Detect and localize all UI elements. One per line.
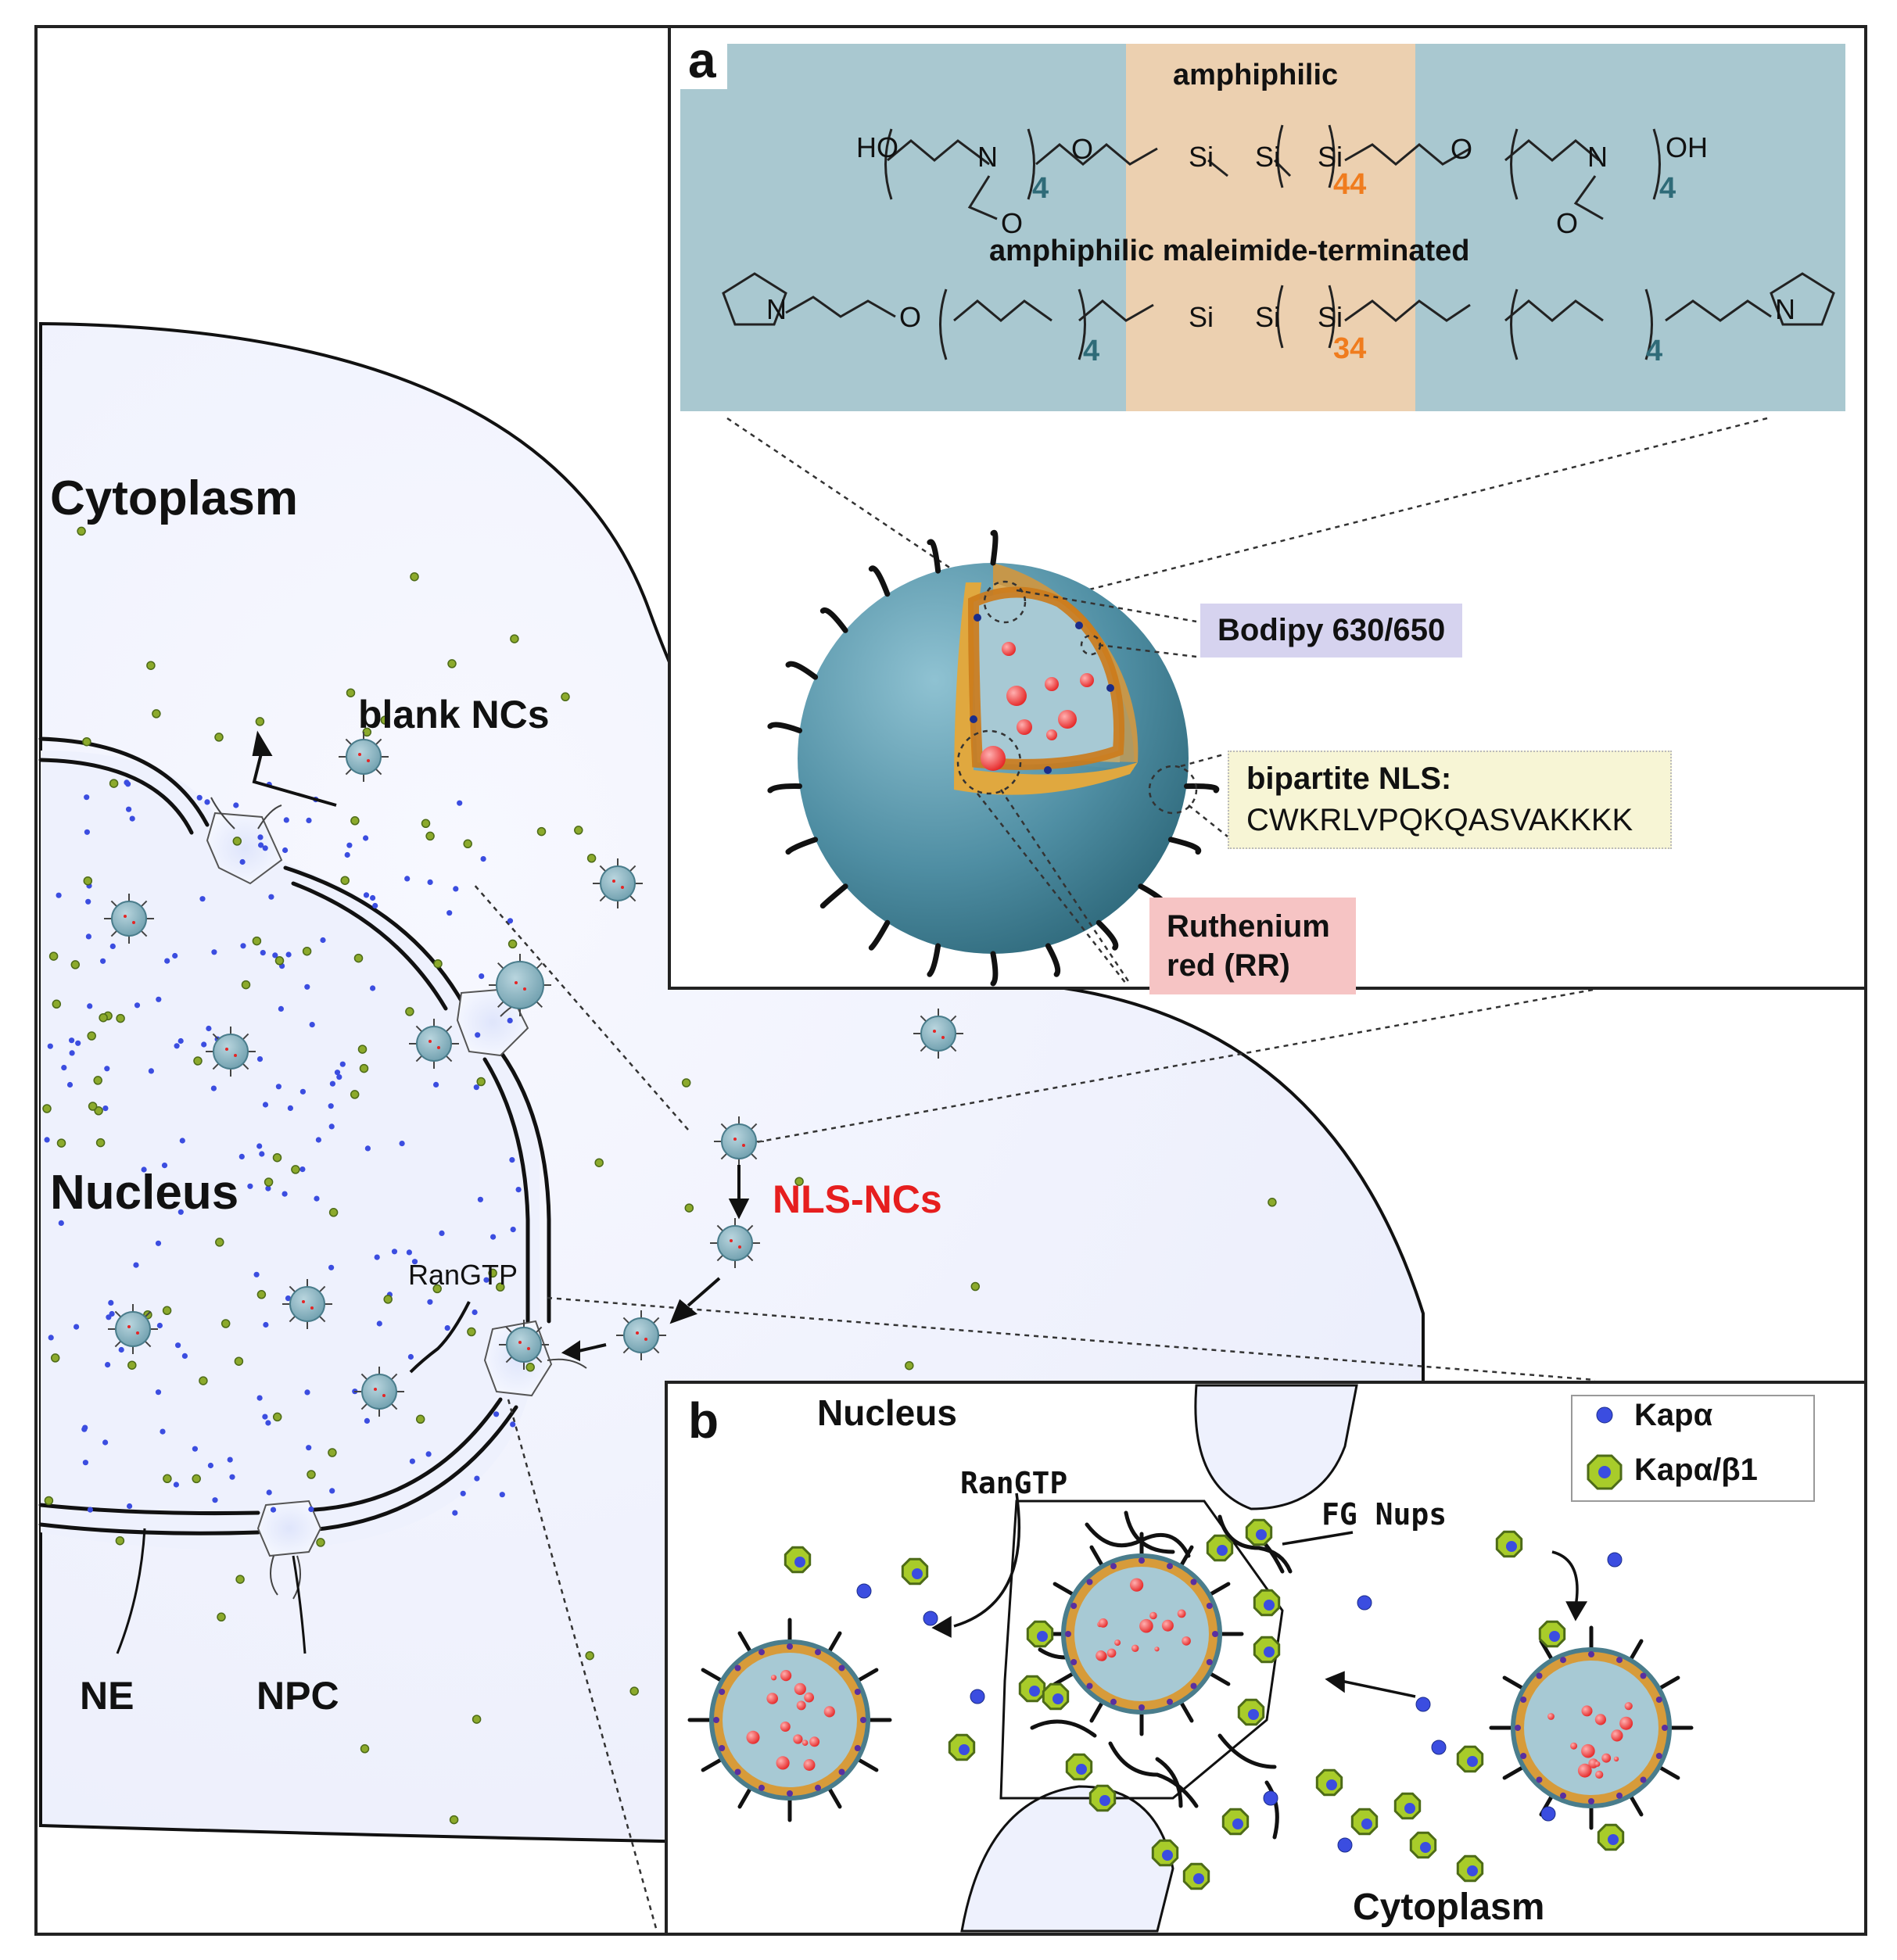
o-atom-4: O <box>1556 207 1579 239</box>
repeat-n-1: 4 <box>1032 172 1049 205</box>
kap-alpha-dots <box>44 779 522 1516</box>
hydrophobic-band <box>1126 44 1415 411</box>
hydrophilic-band-right <box>1415 44 1845 411</box>
hydrophilic-band-left <box>680 44 1126 411</box>
o-atom-5: O <box>899 301 922 333</box>
siloxane-n2: 34 <box>1333 332 1367 365</box>
n-atom-2: N <box>1587 141 1608 173</box>
nls-tag: bipartite NLS: CWKRLVPQKQASVAKKKK <box>1228 751 1672 849</box>
payload-tag: Ruthenium red (RR) <box>1149 898 1356 994</box>
nucleus-label: Nucleus <box>50 1166 239 1220</box>
nls-ncs-label: NLS-NCs <box>773 1177 942 1221</box>
blue-dot-icon <box>1596 1406 1613 1424</box>
panel-b-cytoplasm: Cytoplasm <box>1353 1887 1545 1928</box>
sphere-callouts <box>956 580 1228 984</box>
payload-line1: Ruthenium <box>1167 909 1330 944</box>
repeat-n-2: 4 <box>1659 172 1676 205</box>
repeat-n-4: 4 <box>1646 335 1663 367</box>
npc-pores <box>206 812 553 1557</box>
nucleus-region <box>41 751 540 1550</box>
dye-tag: Bodipy 630/650 <box>1200 604 1463 658</box>
o-atom-3: O <box>1001 207 1024 239</box>
o-atom-2: O <box>1451 133 1473 165</box>
inset-connectors <box>472 883 1619 1932</box>
n-atom-3: N <box>766 293 787 325</box>
polymer1-structure <box>884 124 1661 220</box>
si-atom-1: Si <box>1189 141 1214 173</box>
npc-label: NPC <box>256 1674 339 1718</box>
nuclear-envelope-inner <box>38 758 530 1516</box>
panel-b-nucleus: Nucleus <box>817 1392 957 1433</box>
zoom-lines-a <box>726 417 1768 604</box>
repeat-n-3: 4 <box>1083 335 1100 367</box>
n-atom-1: N <box>977 141 998 173</box>
polymer2-title: amphiphilic maleimide-terminated <box>989 235 1470 267</box>
nanocapsule-cutaway <box>767 529 1220 987</box>
blank-ncs-label: blank NCs <box>358 693 550 736</box>
si-atom-5: Si <box>1255 301 1281 333</box>
payload-line2: red (RR) <box>1167 948 1290 983</box>
si-atom-2: Si <box>1255 141 1281 173</box>
siloxane-n1: 44 <box>1333 168 1367 201</box>
kap-beta-dots <box>42 526 1277 1825</box>
nuclear-envelope-outer <box>38 736 551 1535</box>
ne-label: NE <box>80 1674 134 1718</box>
legend-kap-beta: Kapα/β1 <box>1634 1453 1758 1487</box>
nls-sequence: CWKRLVPQKQASVAKKKK <box>1246 803 1633 837</box>
transport-arrows <box>252 730 750 1374</box>
si-atom-6: Si <box>1318 301 1343 333</box>
panel-b-nanocapsules <box>687 1532 1694 1830</box>
o-atom-1: O <box>1071 133 1094 165</box>
pore-wall-top <box>1194 1384 1358 1510</box>
polymer1-title: amphiphilic <box>1173 59 1339 91</box>
nanocapsules <box>104 732 963 1417</box>
panel-b-rangtp: RanGTP <box>960 1466 1068 1500</box>
n-atom-4: N <box>1775 293 1795 325</box>
rangtp-label: RanGTP <box>408 1259 518 1291</box>
si-atom-4: Si <box>1189 301 1214 333</box>
panel-b-arrows <box>931 1492 1588 1698</box>
npc-scaffold <box>999 1500 1284 1800</box>
nls-title: bipartite NLS: <box>1246 761 1452 796</box>
si-atom-3: Si <box>1318 141 1343 173</box>
cytoplasm-label: Cytoplasm <box>50 471 298 525</box>
oh-atom: OH <box>1666 131 1708 163</box>
panel-a-letter: a <box>677 31 727 89</box>
panel-b-letter: b <box>677 1392 730 1449</box>
callout-lines <box>116 1528 307 1654</box>
fg-nups-label: FG Nups <box>1321 1497 1447 1532</box>
ho-atom: HO <box>856 131 898 163</box>
panel-b-carriers <box>784 1518 1625 1890</box>
legend-kap-alpha: Kapα <box>1634 1398 1713 1432</box>
polymer2-structure <box>722 272 1835 360</box>
pore-wall-bottom <box>960 1785 1174 1933</box>
